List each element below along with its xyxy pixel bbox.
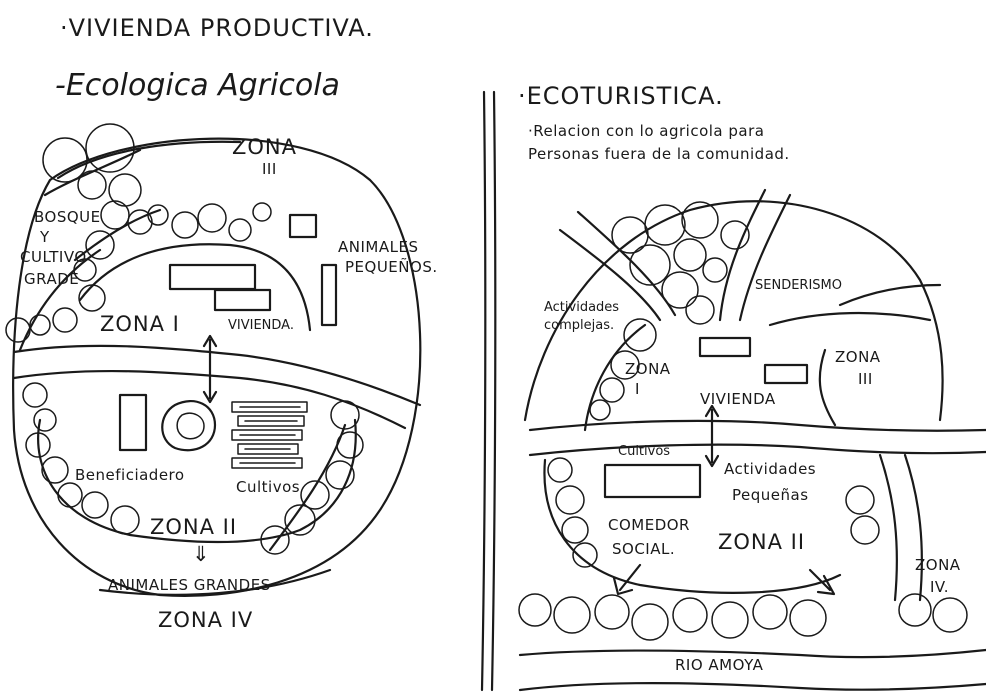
left-zona2-label: ZONA II [150,515,238,539]
right-actividades-pequenas-line1: Actividades [724,460,817,478]
right-actividades-complejas-line2: complejas. [544,318,615,333]
right-description-line1: ·Relacion con lo agricola para [528,122,765,140]
right-zone2-arc [543,458,842,594]
right-social-label: SOCIAL. [612,540,676,558]
left-cultivo-label: CULTIVO [20,248,87,266]
left-subtitle: -Ecologica Agricola [55,68,340,103]
left-vivienda-label: VIVIENDA. [228,318,294,333]
left-bosque-label: BOSQUE [34,208,101,226]
left-y-label: Y [40,228,50,246]
left-diagram [5,123,422,597]
right-subtitle: ·ECOTURISTICA. [518,82,724,110]
right-forest-trees [518,201,968,641]
right-actividades-complejas-line1: Actividades [544,300,620,315]
left-zone2-arc [37,418,357,544]
left-pequenos-label: PEQUEÑOS. [345,258,438,276]
right-actividades-pequenas-line2: Pequeñas [732,486,809,504]
left-small-pen [288,213,318,239]
right-updown-arrow [704,404,720,468]
left-zone1-arc [78,243,312,332]
page-title: ·VIVIENDA PRODUCTIVA. [60,14,374,42]
right-river-bottom [528,443,986,457]
left-animales-grandes-label: ANIMALES GRANDES [108,576,271,594]
left-crop-rows [231,401,308,469]
left-down-arrow: ⇓ [192,542,211,566]
left-zona3-label: ZONA [232,135,297,159]
left-zona4-label: ZONA IV [158,608,254,632]
right-diagram [518,188,986,692]
right-comedor-box [603,463,702,499]
right-vivienda-label: VIVIENDA [700,390,776,408]
right-zona4-label: ZONA [915,556,961,574]
left-zone4-arc [98,568,332,596]
left-road-top [12,344,422,407]
left-house-2 [213,288,272,312]
left-updown-arrow [202,334,218,404]
left-tall-pen [320,263,338,327]
left-pond [161,400,217,452]
left-zona1-label: ZONA I [100,312,180,336]
page-divider [480,90,497,692]
left-cultivos-label: Cultivos [236,478,301,496]
left-beneficiadero-label: Beneficiadero [75,466,185,484]
left-zone3-arc [56,140,242,180]
right-house-1 [698,336,752,358]
right-cultivos-label: Cultivos [618,444,671,459]
left-forest-trees [5,123,364,555]
right-zona2-label: ZONA II [718,530,806,554]
left-zona3-number: III [262,160,277,178]
right-river-top [528,419,986,432]
left-boundary-circle [12,137,422,597]
right-rio-label: RIO AMOYA [675,656,764,674]
left-animales-label: ANIMALES [338,238,419,256]
right-description-line2: Personas fuera de la comunidad. [528,145,790,163]
right-house-2 [763,363,809,385]
left-road-bottom [12,369,407,430]
left-beneficiadero-box [118,393,148,452]
right-zona1-number: I [635,380,640,398]
right-zona3-number: III [858,370,873,388]
right-comedor-label: COMEDOR [608,516,690,534]
right-zona1-label: ZONA [625,360,671,378]
left-house-1 [168,263,257,291]
right-zona4-number: IV. [930,578,950,596]
right-senderismo-label: SENDERISMO [755,278,842,293]
left-grade-label: GRADE [24,270,80,288]
right-zona3-label: ZONA [835,348,881,366]
